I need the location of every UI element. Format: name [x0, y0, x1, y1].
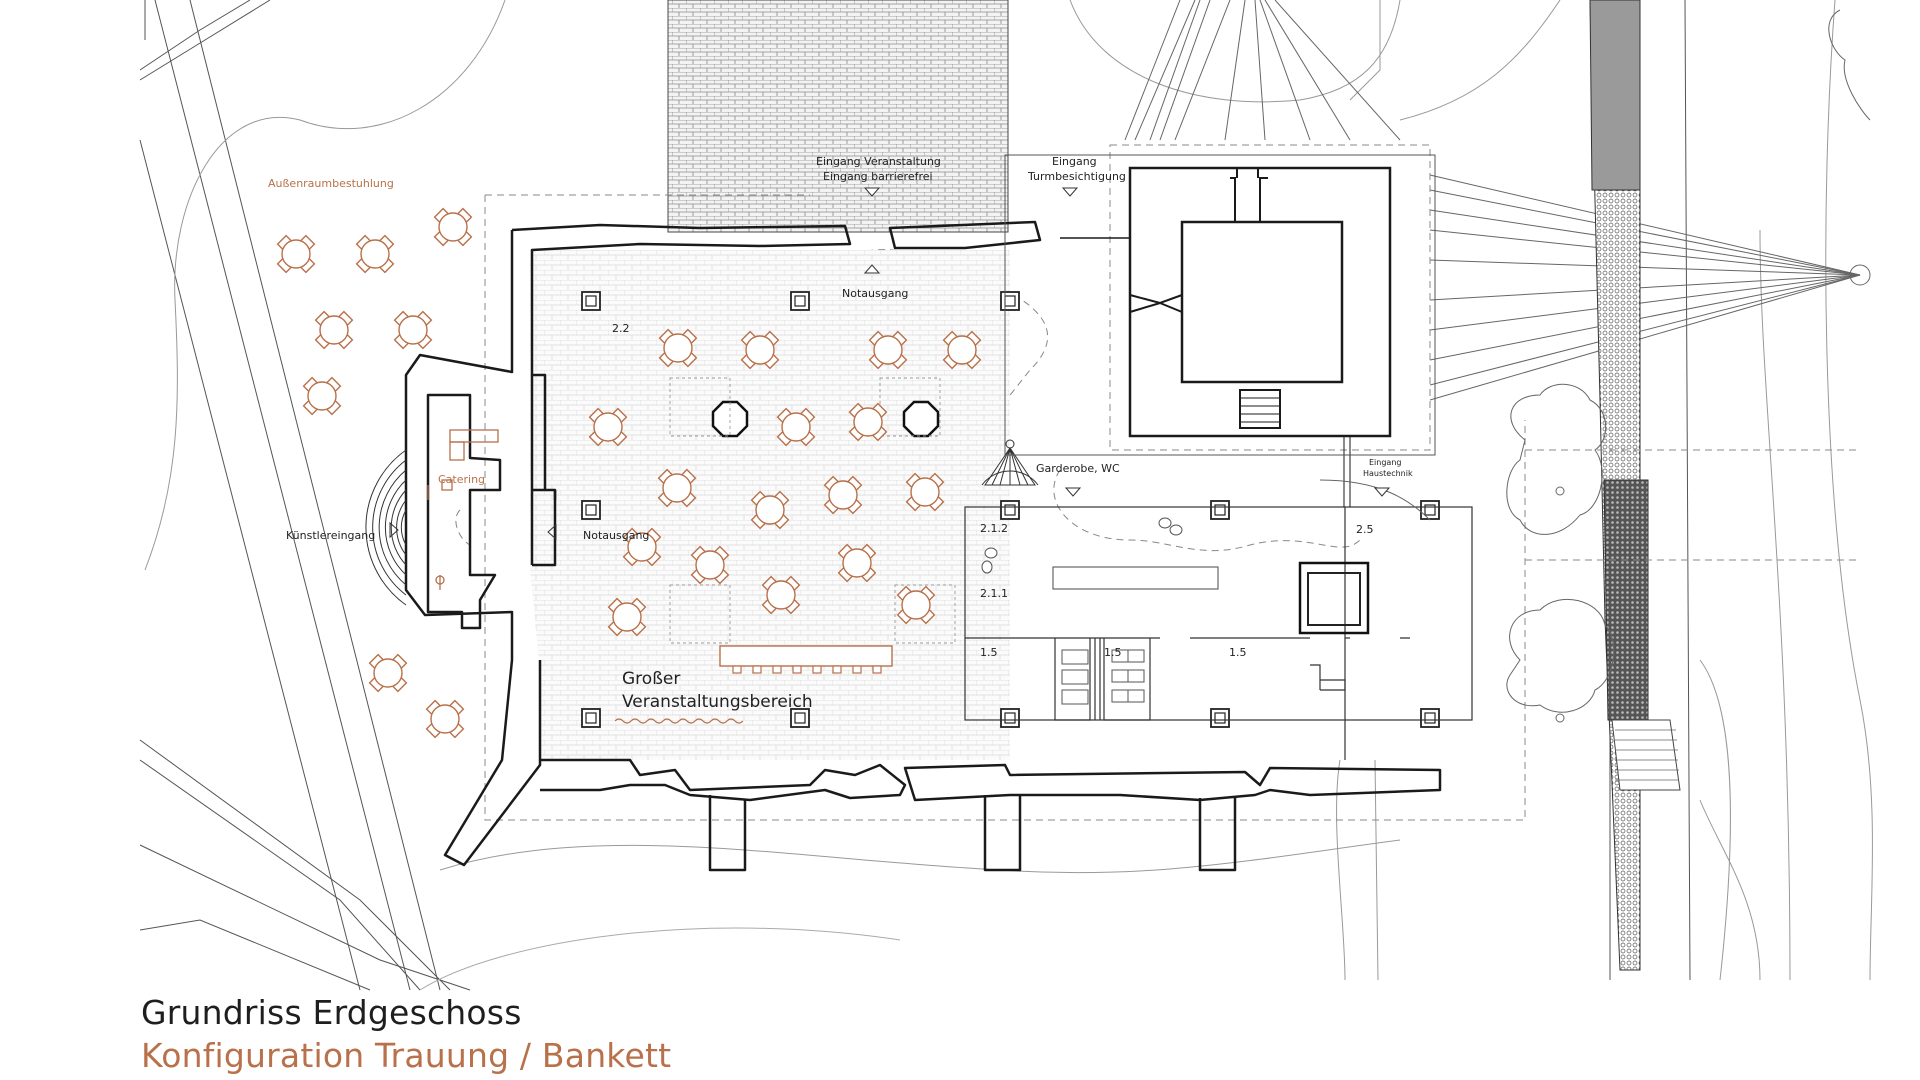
- label-room-2-2: 2.2: [612, 322, 630, 335]
- label-turmbesichtigung: Turmbesichtigung: [1027, 170, 1126, 183]
- walls: [404, 220, 1442, 872]
- label-room-2-5: 2.5: [1356, 523, 1374, 536]
- roof-canopy: [1124, 0, 1871, 401]
- page-subtitle: Konfiguration Trauung / Bankett: [141, 1036, 672, 1075]
- label-veranstaltungsbereich: Veranstaltungsbereich: [622, 692, 813, 712]
- label-eingang-turm: Eingang: [1052, 155, 1097, 168]
- service-fixtures: [981, 517, 1183, 705]
- label-kuenstlereingang: Künstlereingang: [286, 529, 375, 542]
- paved-entrance: [667, 0, 1009, 233]
- page-title: Grundriss Erdgeschoss: [141, 993, 522, 1032]
- label-room-1-5b: 1.5: [1104, 646, 1122, 659]
- label-room-2-1-1: 2.1.1: [980, 587, 1008, 600]
- label-garderobe: Garderobe, WC: [1036, 462, 1120, 475]
- tower: [1004, 154, 1436, 507]
- label-aussenraum: Außenraumbestuhlung: [268, 177, 394, 190]
- label-haustechnik: Haustechnik: [1363, 469, 1413, 478]
- label-eingang-veranstaltung: Eingang Veranstaltung: [816, 155, 941, 168]
- label-eingang-barrierefrei: Eingang barrierefrei: [823, 170, 933, 183]
- label-notausgang-left: Notausgang: [583, 529, 649, 542]
- label-notausgang-top: Notausgang: [842, 287, 908, 300]
- trees: [1319, 9, 1871, 723]
- label-catering: Catering: [438, 473, 485, 486]
- garderobe-fan: [981, 439, 1039, 486]
- label-room-1-5c: 1.5: [1229, 646, 1247, 659]
- service-wing: [964, 506, 1473, 760]
- plan-labels: Außenraumbestuhlung Catering Künstlerein…: [268, 155, 1413, 712]
- catering-fixtures: [427, 429, 499, 590]
- octagon-pillars: [711, 400, 940, 438]
- label-eingang-haustechnik: Eingang: [1369, 458, 1401, 467]
- stair-semicircle: [365, 449, 557, 606]
- label-grosser: Großer: [622, 669, 680, 689]
- label-room-2-1-2: 2.1.2: [980, 522, 1008, 535]
- label-room-1-5a: 1.5: [980, 646, 998, 659]
- banquet-table: [719, 645, 893, 667]
